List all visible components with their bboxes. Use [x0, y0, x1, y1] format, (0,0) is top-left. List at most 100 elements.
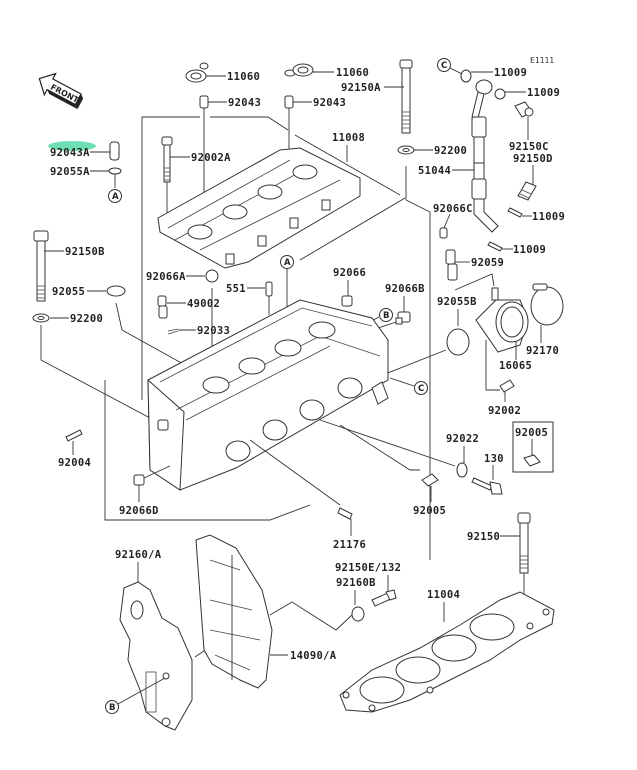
- part-92004-stud[interactable]: [65, 429, 83, 442]
- label-92055B[interactable]: 92055B: [437, 296, 477, 308]
- ref-marker-c-top: [437, 58, 451, 72]
- label-92005-box[interactable]: 92005: [515, 427, 548, 439]
- part-92055B-oring[interactable]: [446, 328, 470, 356]
- label-92002[interactable]: 92002: [488, 405, 521, 417]
- label-21176[interactable]: 21176: [333, 539, 366, 551]
- part-11009-clip-3[interactable]: [507, 207, 523, 218]
- label-92150D[interactable]: 92150D: [513, 153, 553, 165]
- label-11004[interactable]: 11004: [427, 589, 460, 601]
- label-92059[interactable]: 92059: [471, 257, 504, 269]
- svg-text:C: C: [418, 384, 424, 394]
- label-92043-right[interactable]: 92043: [313, 97, 346, 109]
- part-14090A-timing-cover[interactable]: [195, 534, 273, 689]
- label-92005[interactable]: 92005: [413, 505, 446, 517]
- part-92066A-plug[interactable]: [205, 269, 219, 283]
- highlight-marker: [48, 141, 96, 151]
- label-11009-2[interactable]: 11009: [527, 87, 560, 99]
- label-92150B[interactable]: 92150B: [65, 246, 105, 258]
- part-92022-washer[interactable]: [456, 462, 468, 478]
- part-49002-tensioner[interactable]: [157, 295, 168, 319]
- label-92022[interactable]: 92022: [446, 433, 479, 445]
- label-11009-4[interactable]: 11009: [513, 244, 546, 256]
- label-11009-1[interactable]: 11009: [494, 67, 527, 79]
- part-92033-clip[interactable]: [167, 328, 179, 335]
- part-92150E-bolt[interactable]: [371, 589, 397, 607]
- svg-text:B: B: [109, 703, 115, 713]
- part-92150D-banjo-bolt[interactable]: [517, 181, 537, 201]
- label-11060-left[interactable]: 11060: [227, 71, 260, 83]
- diagram-code: E1111: [530, 56, 554, 65]
- part-92066C-plug[interactable]: [439, 227, 448, 239]
- label-14090A[interactable]: 14090/A: [290, 650, 337, 662]
- part-16065-housing[interactable]: [475, 287, 529, 353]
- part-21176-sensor[interactable]: [337, 507, 353, 520]
- label-92066A[interactable]: 92066A: [146, 271, 186, 283]
- ref-marker-a-head: [280, 255, 294, 269]
- part-92150B-bolt[interactable]: [33, 230, 49, 302]
- label-11009-3[interactable]: 11009: [532, 211, 565, 223]
- part-51044-oil-pipe[interactable]: [471, 79, 499, 233]
- part-92043-left[interactable]: [199, 95, 209, 109]
- part-11004-head-gasket[interactable]: [339, 591, 555, 713]
- label-92002A[interactable]: 92002A: [191, 152, 231, 164]
- part-92150-bolt[interactable]: [517, 512, 531, 574]
- label-92043-left[interactable]: 92043: [228, 97, 261, 109]
- label-130[interactable]: 130: [484, 453, 504, 465]
- label-92066B[interactable]: 92066B: [385, 283, 425, 295]
- label-92150C[interactable]: 92150C: [509, 141, 549, 153]
- part-92066-plug[interactable]: [341, 295, 353, 307]
- part-92043-right[interactable]: [284, 95, 294, 109]
- label-49002[interactable]: 49002: [187, 298, 220, 310]
- label-92150[interactable]: 92150: [467, 531, 500, 543]
- part-92002A-bolt[interactable]: [161, 136, 173, 183]
- part-92160A-gasket[interactable]: [119, 581, 193, 731]
- svg-text:B: B: [383, 311, 389, 321]
- inset-box-92005: [512, 421, 554, 473]
- part-130-bolt[interactable]: [471, 477, 503, 495]
- label-92055[interactable]: 92055: [52, 286, 85, 298]
- ref-marker-a: [108, 189, 122, 203]
- part-11009-clip-4[interactable]: [487, 241, 503, 252]
- part-92160B-grommet[interactable]: [351, 606, 365, 622]
- label-92066D[interactable]: 92066D: [119, 505, 159, 517]
- label-551[interactable]: 551: [226, 283, 246, 295]
- label-92170[interactable]: 92170: [526, 345, 559, 357]
- part-92150C-banjo-bolt[interactable]: [514, 101, 534, 118]
- front-arrow-icon: FRONT: [38, 72, 84, 110]
- part-551-dowel[interactable]: [265, 281, 273, 297]
- part-92005-sensor-box[interactable]: [523, 454, 541, 467]
- part-92066D-plug[interactable]: [133, 474, 145, 486]
- part-92055-oring[interactable]: [106, 285, 126, 297]
- label-92200-left[interactable]: 92200: [70, 313, 103, 325]
- label-92150A[interactable]: 92150A: [341, 82, 381, 94]
- part-92059-fitting[interactable]: [445, 249, 458, 281]
- part-92066B-plug[interactable]: [395, 311, 411, 325]
- label-92066[interactable]: 92066: [333, 267, 366, 279]
- label-11060-right[interactable]: 11060: [336, 67, 369, 79]
- part-11009-washer-1[interactable]: [460, 69, 472, 83]
- label-92150E[interactable]: 92150E/132: [335, 562, 401, 574]
- label-92160A[interactable]: 92160/A: [115, 549, 162, 561]
- label-16065[interactable]: 16065: [499, 360, 532, 372]
- label-92043A[interactable]: 92043A: [50, 147, 90, 159]
- part-92005-sensor[interactable]: [421, 473, 439, 487]
- label-51044[interactable]: 51044: [418, 165, 451, 177]
- part-92150A-bolt[interactable]: [399, 59, 413, 134]
- label-11008[interactable]: 11008: [332, 132, 365, 144]
- part-cylinder-head[interactable]: [147, 299, 389, 491]
- part-92002-bolt[interactable]: [499, 379, 515, 393]
- label-92200-top[interactable]: 92200: [434, 145, 467, 157]
- ref-marker-b-bottom: [105, 700, 119, 714]
- label-92004[interactable]: 92004: [58, 457, 91, 469]
- part-92170-clamp[interactable]: [530, 283, 564, 326]
- label-92066C[interactable]: 92066C: [433, 203, 473, 215]
- label-92033[interactable]: 92033: [197, 325, 230, 337]
- label-92160B[interactable]: 92160B: [336, 577, 376, 589]
- part-92043A-dowel[interactable]: [109, 141, 120, 161]
- label-92055A[interactable]: 92055A: [50, 166, 90, 178]
- part-11009-washer-2[interactable]: [494, 88, 506, 100]
- part-11008-camshaft-holder[interactable]: [157, 147, 361, 269]
- part-92055A-oring[interactable]: [108, 167, 122, 175]
- ref-marker-c-head: [414, 381, 428, 395]
